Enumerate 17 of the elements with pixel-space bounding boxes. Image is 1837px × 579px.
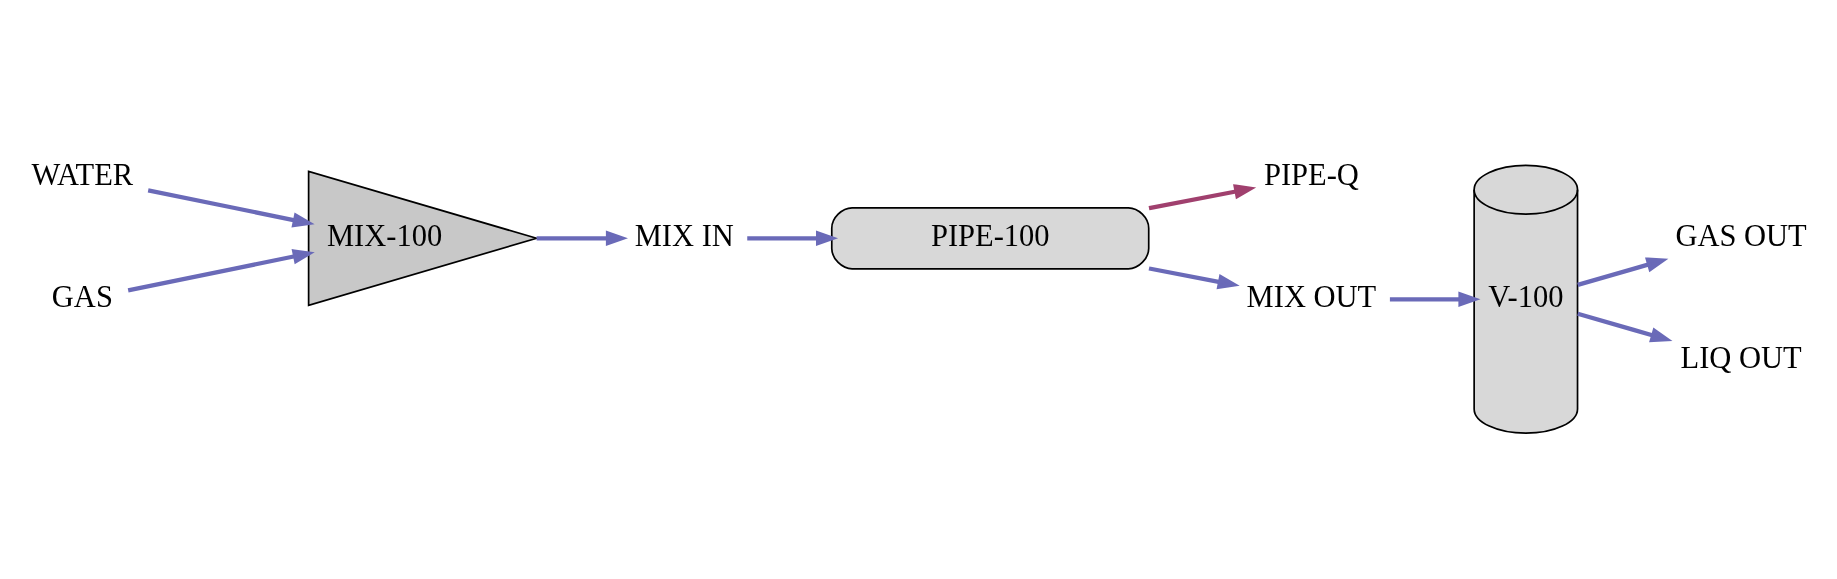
- arrow: [1389, 291, 1481, 307]
- arrow: [1577, 256, 1669, 287]
- arrow: [1148, 183, 1257, 210]
- node-text: MIX OUT: [1246, 279, 1377, 314]
- node-text: WATER: [31, 157, 134, 192]
- arrow: [747, 230, 839, 246]
- arrow: [1148, 265, 1240, 289]
- arrow: [127, 248, 315, 292]
- node-text: GAS: [51, 279, 113, 314]
- node-text: PIPE-Q: [1263, 157, 1359, 192]
- arrow: [147, 187, 315, 228]
- node-text: MIX IN: [634, 218, 734, 253]
- arrow: [1577, 311, 1673, 342]
- node-box: PIPE-100: [830, 206, 1150, 270]
- node-text: LIQ OUT: [1680, 340, 1802, 375]
- arrow: [536, 230, 628, 246]
- node-text: GAS OUT: [1675, 218, 1807, 253]
